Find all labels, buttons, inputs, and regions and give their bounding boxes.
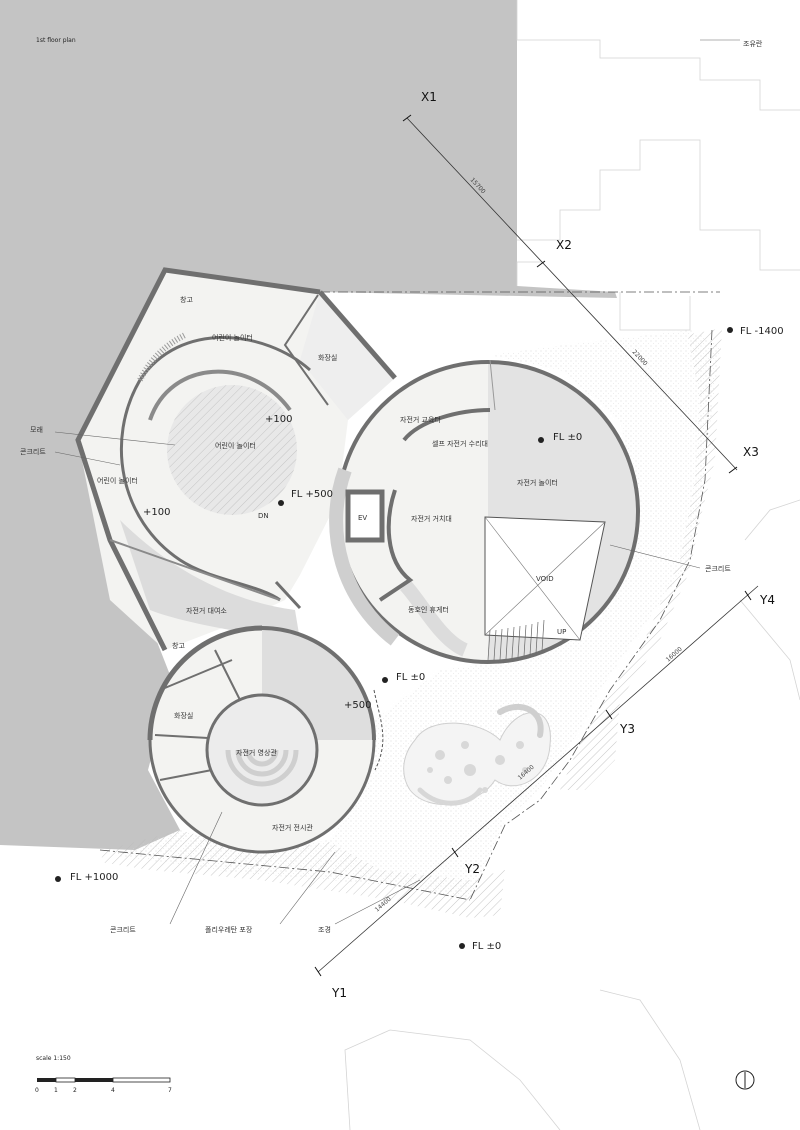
level-fl-zero-site: FL ±0: [472, 941, 501, 952]
plan-title: 1st floor plan: [36, 37, 76, 44]
material-concrete-right: 콘크리트: [705, 564, 731, 573]
grid-label-x1: X1: [421, 90, 437, 104]
material-landscape: 조경: [318, 925, 331, 934]
level-fl-plus-1000: FL +1000: [70, 872, 118, 883]
scale-tick-4: 4: [111, 1087, 115, 1094]
grid-label-x3: X3: [743, 445, 759, 459]
room-bike-education: 자전거 교육터: [400, 415, 441, 424]
room-storage-bottom: 창고: [172, 642, 185, 650]
ramp-dashed-arc: [373, 689, 384, 771]
grid-label-y2: Y2: [464, 862, 480, 876]
room-ev: EV: [358, 514, 367, 522]
room-kids-play-upper: 어린이 놀이터: [212, 333, 253, 342]
stair-up-label: UP: [557, 628, 566, 636]
level-fl-plus-500: FL +500: [291, 489, 333, 500]
room-bike-rental: 자전거 대여소: [186, 606, 227, 615]
scale-tick-0: 0: [35, 1087, 39, 1094]
neighbor-label: 조유란: [743, 40, 763, 48]
room-kids-play-left: 어린이 놀이터: [97, 476, 138, 485]
scale-tick-2: 2: [73, 1087, 77, 1094]
scale-label: scale 1:150: [36, 1055, 71, 1062]
room-storage-top: 창고: [180, 296, 193, 304]
grid-lines: [317, 117, 759, 973]
building-kids: [75, 267, 397, 652]
landscape-hatch-right: [560, 328, 722, 790]
north-arrow-icon: [735, 1070, 755, 1090]
room-restroom-bottom: 화장실: [174, 711, 193, 720]
level-fl-zero-court: FL ±0: [396, 672, 425, 683]
courtyard-pond: [403, 704, 551, 806]
dim-y4-y3: 16000: [665, 646, 684, 664]
level-plus-100-b: +100: [143, 507, 170, 518]
stair-down-label: DN: [258, 512, 269, 520]
site-boundary-lines: [99, 291, 720, 901]
room-club-lounge: 동호인 휴게터: [408, 605, 449, 614]
level-fl-minus-1400: FL -1400: [740, 326, 784, 337]
room-kids-play-center: 어린이 놀이터: [215, 441, 256, 450]
building-exhibition: [147, 625, 376, 854]
scale-tick-7: 7: [168, 1087, 172, 1094]
grid-label-y1: Y1: [331, 986, 347, 1000]
room-bike-rack: 자전거 거치대: [411, 514, 452, 523]
grid-label-x2: X2: [556, 238, 572, 252]
room-bike-theater: 자전거 영상관: [236, 748, 277, 757]
material-sand: 모래: [30, 425, 43, 434]
room-restroom-top: 화장실: [318, 353, 337, 362]
room-void: VOID: [536, 575, 554, 583]
room-bike-playground: 자전거 놀이터: [517, 478, 558, 487]
level-fl-zero-hall: FL ±0: [553, 432, 582, 443]
grid-label-y4: Y4: [759, 593, 775, 607]
material-concrete-left: 콘크리트: [20, 447, 46, 456]
room-bike-exhibition: 자전거 전시관: [272, 823, 313, 832]
material-polyurethane: 폴리우레탄 포장: [205, 925, 253, 934]
scale-tick-1: 1: [54, 1087, 58, 1094]
level-plus-100-a: +100: [265, 414, 292, 425]
room-self-repair: 셀프 자전거 수리대: [432, 439, 488, 448]
level-markers: [55, 327, 733, 949]
material-concrete-bottom: 콘크리트: [110, 925, 136, 934]
grid-label-y3: Y3: [619, 722, 635, 736]
level-plus-500: +500: [344, 700, 371, 711]
leader-lines: [54, 39, 740, 925]
landscape-hatch-bottom: [100, 830, 505, 918]
neighbor-building-outline: [344, 0, 800, 1130]
scale-bar: scale 1:150 0 1 2 4 7: [35, 1055, 172, 1094]
building-bike-hall: [329, 359, 640, 664]
grid-ticks: [314, 114, 752, 977]
